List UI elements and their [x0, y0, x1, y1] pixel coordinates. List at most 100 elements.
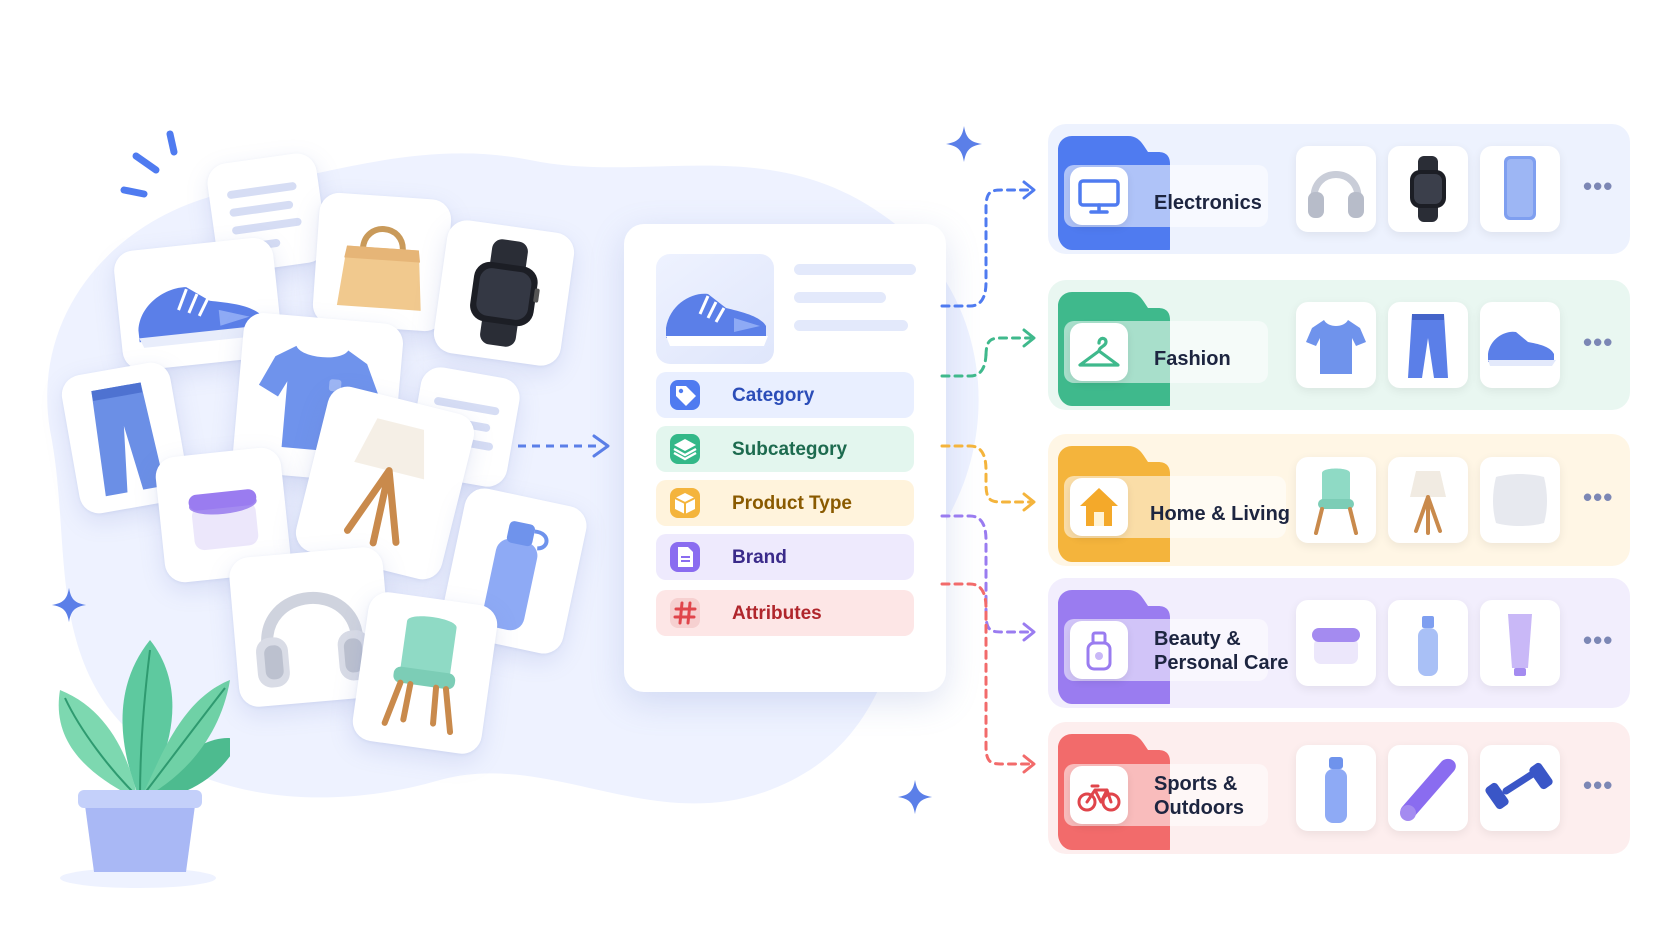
monitor-icon — [1070, 167, 1128, 225]
category-row-beauty-personal-care[interactable]: Beauty &Personal Care ••• — [1048, 578, 1630, 708]
plant-icon — [58, 640, 230, 888]
hanger-icon — [1070, 323, 1128, 381]
dumbbell-product[interactable] — [1480, 745, 1560, 831]
attribute-product-type: Product Type — [656, 480, 914, 526]
tshirt-icon — [1306, 320, 1366, 374]
lamp-product[interactable] — [1388, 457, 1468, 543]
connector-arrowhead-0 — [1022, 180, 1036, 200]
headphones-product[interactable] — [1296, 146, 1376, 232]
chair-product[interactable] — [1296, 457, 1376, 543]
pillow-product[interactable] — [1480, 457, 1560, 543]
jeans-icon — [1408, 314, 1448, 378]
more-icon[interactable]: ••• — [1583, 482, 1614, 512]
category-label: Home & Living — [1150, 503, 1291, 525]
smartphone-icon — [1504, 156, 1536, 220]
burst-lines-icon — [120, 130, 178, 198]
chair-icon — [1314, 468, 1358, 535]
tshirt-product[interactable] — [1296, 302, 1376, 388]
perfume-icon — [1070, 621, 1128, 679]
category-label: Beauty &Personal Care — [1154, 627, 1289, 675]
text-line-placeholder — [794, 264, 916, 275]
connector-arrowhead-1 — [1022, 328, 1036, 348]
attribute-brand: Brand — [656, 534, 914, 580]
document-icon — [670, 542, 700, 572]
bicycle-icon — [1070, 766, 1128, 824]
category-label-line: Beauty & — [1154, 628, 1241, 650]
attribute-label: Brand — [732, 547, 787, 568]
connector-2 — [940, 444, 1032, 504]
document-card — [204, 150, 330, 276]
water-bottle-icon — [1325, 757, 1347, 823]
house-icon — [1070, 478, 1128, 536]
cream-jar-product[interactable] — [1296, 600, 1376, 686]
yoga-mat-icon — [1400, 758, 1456, 821]
sneaker-card — [112, 235, 284, 373]
connector-0 — [940, 188, 1032, 308]
box-icon — [670, 488, 700, 518]
smartwatch-product[interactable] — [1388, 146, 1468, 232]
smartwatch-icon — [1410, 156, 1446, 222]
attribute-label: Category — [732, 385, 815, 406]
tube-product[interactable] — [1480, 600, 1560, 686]
hash-icon — [670, 598, 700, 628]
more-icon[interactable]: ••• — [1583, 171, 1614, 201]
chair-card — [350, 589, 500, 757]
category-row-home-living[interactable]: Home & Living ••• — [1048, 434, 1630, 566]
category-label-line: Personal Care — [1154, 652, 1289, 674]
connector-4 — [940, 582, 1032, 766]
sneaker-icon — [1488, 331, 1556, 366]
attribute-label: Subcategory — [732, 439, 848, 460]
more-icon[interactable]: ••• — [1583, 625, 1614, 655]
cream-jar-icon — [1312, 628, 1360, 664]
connector-3 — [940, 514, 1032, 634]
smartphone-product[interactable] — [1480, 146, 1560, 232]
category-row-sports-outdoors[interactable]: Sports &Outdoors ••• — [1048, 722, 1630, 854]
category-label-line: Outdoors — [1154, 797, 1244, 819]
water-bottle-card — [437, 484, 591, 658]
water-bottle-product[interactable] — [1296, 745, 1376, 831]
connector-1 — [940, 336, 1032, 378]
connector-lines — [940, 180, 1036, 774]
connector-arrowhead-3 — [1022, 622, 1036, 642]
product-thumbnail — [656, 254, 774, 364]
tube-icon — [1508, 614, 1532, 676]
bottle-product[interactable] — [1388, 600, 1468, 686]
cream-jar-card — [153, 445, 293, 585]
sparkle-icon — [51, 587, 87, 623]
category-label: Sports &Outdoors — [1154, 772, 1244, 820]
smartwatch-card — [431, 217, 577, 369]
sneaker-product[interactable] — [1480, 302, 1560, 388]
connector-arrowhead-4 — [1022, 754, 1036, 774]
connector-arrowhead-2 — [1022, 492, 1036, 512]
category-row-fashion[interactable]: Fashion ••• — [1048, 280, 1630, 410]
pillow-icon — [1493, 474, 1547, 526]
more-icon[interactable]: ••• — [1583, 770, 1614, 800]
handbag-card — [311, 191, 453, 333]
text-line-placeholder — [794, 292, 886, 303]
category-label: Fashion — [1154, 348, 1231, 370]
more-icon[interactable]: ••• — [1583, 327, 1614, 357]
category-label-line: Sports & — [1154, 773, 1238, 795]
jeans-card — [58, 359, 192, 517]
attribute-subcategory: Subcategory — [656, 426, 914, 472]
category-row-electronics[interactable]: Electronics ••• — [1048, 124, 1630, 254]
yoga-mat-product[interactable] — [1388, 745, 1468, 831]
attribute-label: Product Type — [732, 493, 852, 514]
lamp-card — [291, 382, 479, 584]
text-line-placeholder — [794, 320, 908, 331]
attribute-label: Attributes — [732, 603, 822, 624]
sparkle-icon — [946, 126, 982, 162]
attribute-attributes: Attributes — [656, 590, 914, 636]
layers-icon — [670, 434, 700, 464]
jeans-product[interactable] — [1388, 302, 1468, 388]
tag-icon — [670, 380, 700, 410]
headphones-icon — [1308, 171, 1364, 218]
bottle-icon — [1418, 616, 1438, 676]
lamp-icon — [1410, 471, 1446, 535]
attribute-category: Category — [656, 372, 914, 418]
flow-arrow-icon — [518, 434, 610, 458]
category-label: Electronics — [1154, 192, 1262, 214]
sparkle-icon — [897, 779, 933, 815]
dumbbell-icon — [1485, 762, 1553, 810]
